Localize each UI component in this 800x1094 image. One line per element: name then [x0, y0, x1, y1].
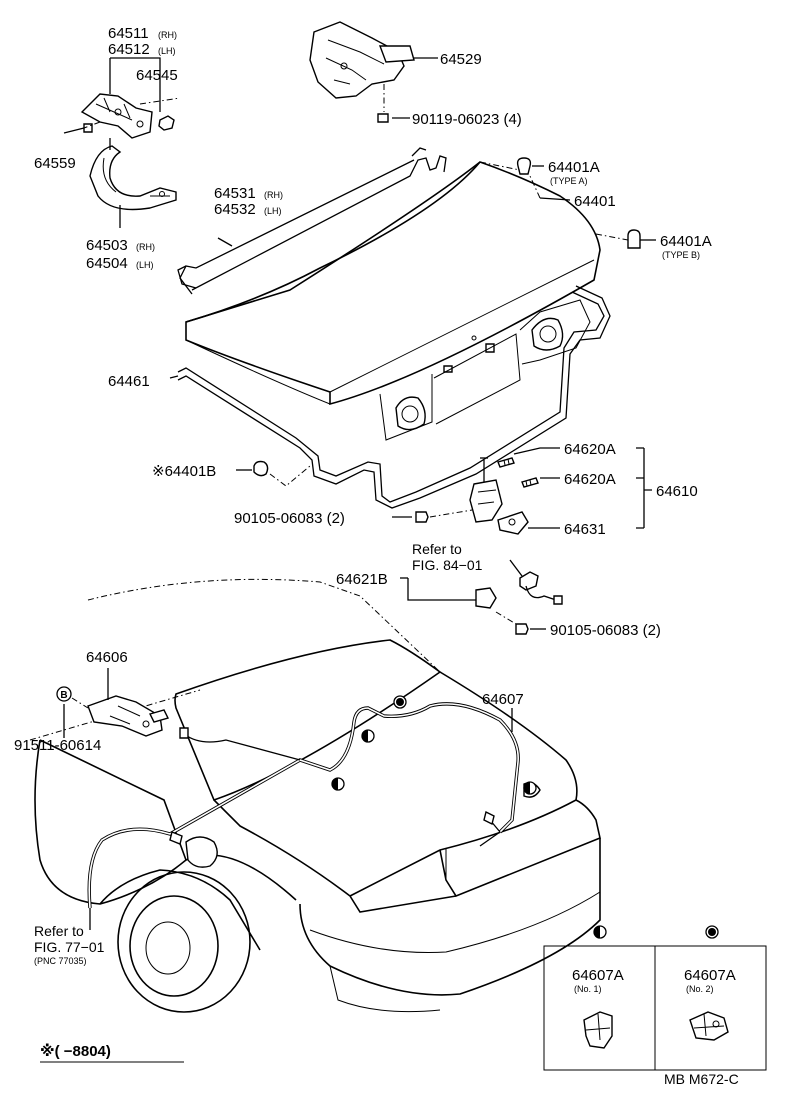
label-64512-side: (LH) [158, 46, 176, 56]
label-64401A-a-type: (TYPE A) [550, 176, 588, 186]
upper-hinge [309, 21, 438, 123]
labels: 64511 (RH) 64512 (LH) 64545 64559 64503 … [14, 25, 739, 1087]
half-filled-circle-icon [523, 781, 537, 795]
ref-fig84-line1: Refer to [412, 541, 462, 557]
ref-fig77-line1: Refer to [34, 923, 84, 939]
label-64503: 64503 [86, 237, 128, 254]
footnote: ※( −8804) [40, 1042, 111, 1060]
label-64511-side: (RH) [158, 30, 177, 40]
label-64401A-b-type: (TYPE B) [662, 250, 700, 260]
label-90119: 90119-06023 (4) [412, 111, 522, 128]
filled-circle-icon [705, 925, 719, 939]
label-64531: 64531 [214, 185, 256, 202]
b-marker-label: B [60, 690, 67, 701]
b-marker-icon: B [56, 686, 72, 702]
label-64545: 64545 [136, 67, 178, 84]
label-64606: 64606 [86, 649, 128, 666]
ref-fig84-line2: FIG. 84−01 [412, 557, 483, 573]
detail-box [543, 925, 767, 1071]
label-64620A-1: 64620A [564, 441, 616, 458]
label-64401B: ※64401B [152, 463, 216, 480]
label-90105-1: 90105-06083 (2) [234, 510, 345, 527]
vehicle-body [29, 578, 601, 1013]
clamp-no2 [689, 1011, 729, 1041]
torsion-bar [177, 147, 447, 295]
hinge-arm [89, 145, 177, 211]
hinge-bracket [80, 93, 153, 139]
label-64461: 64461 [108, 373, 150, 390]
label-91511: 91511-60614 [14, 737, 101, 754]
trunk-opening [169, 285, 611, 509]
half-filled-circle-icon [593, 925, 607, 939]
detail-right-part: 64607A [684, 967, 736, 984]
label-64504-side: (LH) [136, 260, 154, 270]
ref-fig77-line3: (PNC 77035) [34, 956, 87, 966]
trunk-lid [185, 157, 656, 406]
label-90105-2: 90105-06083 (2) [550, 622, 661, 639]
label-64559: 64559 [34, 155, 76, 172]
detail-left-part: 64607A [572, 967, 624, 984]
label-64401A-a: 64401A [548, 159, 600, 176]
label-64532-side: (LH) [264, 206, 282, 216]
label-64532: 64532 [214, 201, 256, 218]
label-64503-side: (RH) [136, 242, 155, 252]
label-64511: 64511 [108, 25, 149, 42]
filled-circle-icon [393, 695, 407, 709]
detail-right-variant: (No. 2) [686, 984, 714, 994]
label-64531-side: (RH) [264, 190, 283, 200]
label-64610: 64610 [656, 483, 698, 500]
label-64607: 64607 [482, 691, 524, 708]
clamp-no1 [583, 1011, 613, 1049]
clamp-markers [331, 695, 537, 795]
lock-assembly [392, 447, 652, 535]
ref-fig77-line2: FIG. 77−01 [34, 939, 105, 955]
weatherstrip [177, 291, 605, 503]
label-64631: 64631 [564, 521, 606, 538]
hinge-assembly [63, 57, 181, 228]
label-64620A-2: 64620A [564, 471, 616, 488]
trunk-lock [469, 479, 503, 523]
opener-lever: B [56, 668, 170, 738]
label-64529: 64529 [440, 51, 482, 68]
half-filled-circle-icon [331, 777, 345, 791]
lock-cylinder [400, 559, 563, 635]
label-64401: 64401 [574, 193, 616, 210]
detail-left-variant: (No. 1) [574, 984, 602, 994]
label-64504: 64504 [86, 255, 128, 272]
label-64512: 64512 [108, 41, 150, 58]
label-64621B: 64621B [336, 571, 388, 588]
opener-cable [87, 702, 520, 909]
label-64401A-b: 64401A [660, 233, 712, 250]
half-filled-circle-icon [361, 729, 375, 743]
diagram-code: MB M672-C [664, 1071, 739, 1087]
